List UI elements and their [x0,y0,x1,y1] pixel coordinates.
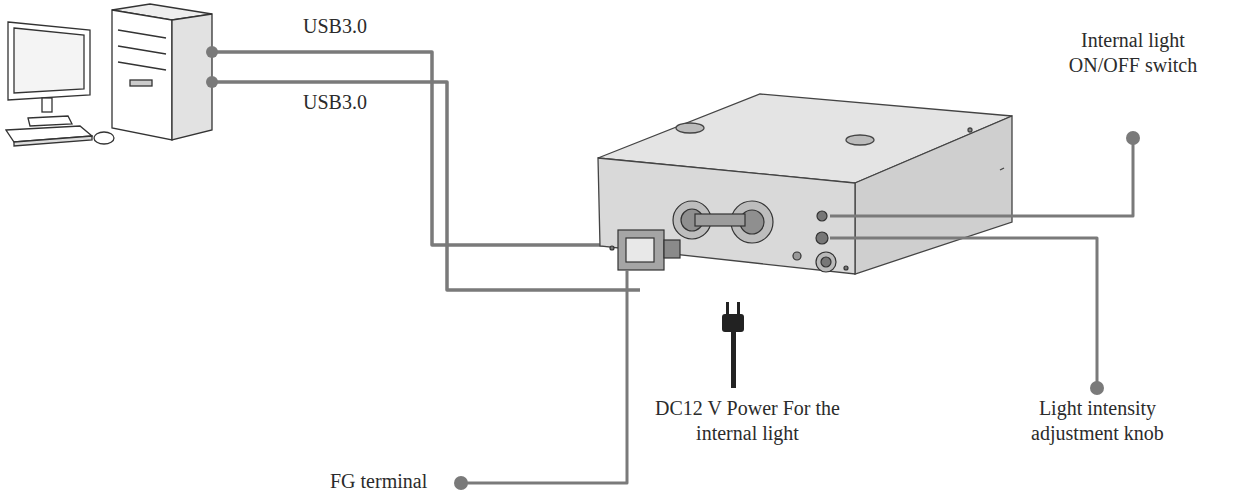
switch-label: Internal light ON/OFF switch [1058,28,1208,78]
power-plug [722,302,744,388]
knob-label: Light intensity adjustment knob [1015,396,1180,446]
connection-dot [206,46,218,88]
cable-label: USB3.0 [303,14,413,39]
device-housing [598,94,1012,274]
terminal-label: FG terminal [330,469,455,494]
front-panel-parts [610,201,848,272]
cable-label: USB3.0 [303,90,413,115]
computer-illustration [6,4,212,146]
power-label: DC12 V Power For the internal light [640,396,855,446]
